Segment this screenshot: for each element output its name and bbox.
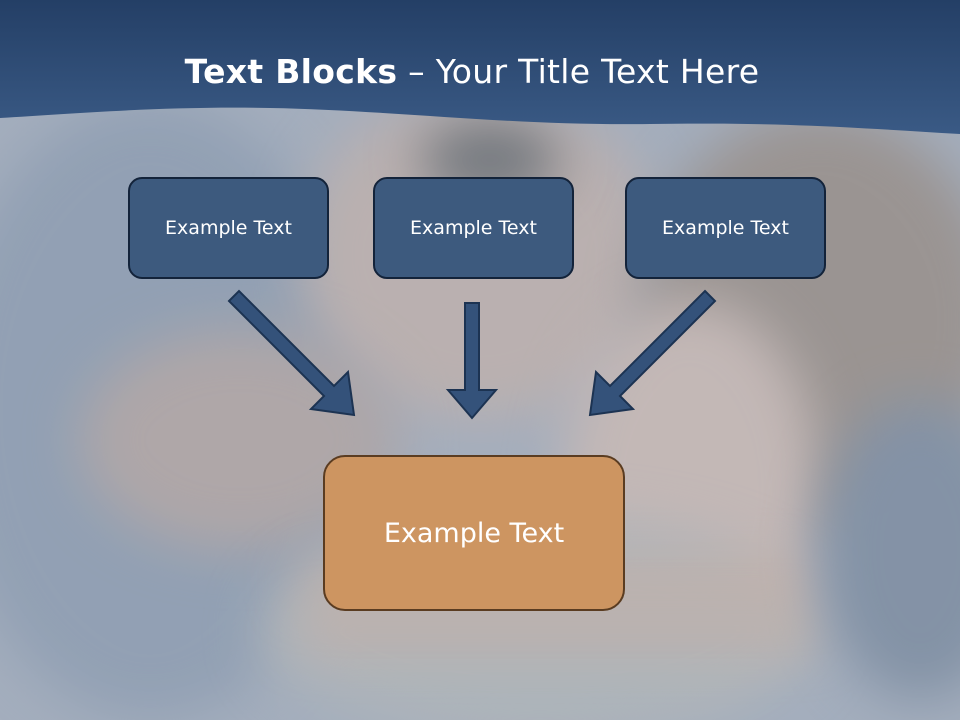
header-band (0, 0, 960, 134)
arrow-left (227, 289, 356, 417)
text-block-3: Example Text (625, 177, 826, 279)
text-block-1: Example Text (128, 177, 329, 279)
title-bold: Text Blocks (184, 52, 398, 91)
result-block: Example Text (323, 455, 625, 611)
text-block-1-label: Example Text (165, 217, 292, 239)
text-block-2-label: Example Text (410, 217, 537, 239)
result-block-label: Example Text (383, 517, 565, 549)
arrow-center (445, 302, 499, 420)
arrow-right (588, 289, 717, 417)
slide-title: Text Blocks – Your Title Text Here (0, 52, 944, 91)
text-block-3-label: Example Text (662, 217, 789, 239)
title-rest: – Your Title Text Here (397, 52, 760, 91)
text-block-2: Example Text (373, 177, 574, 279)
